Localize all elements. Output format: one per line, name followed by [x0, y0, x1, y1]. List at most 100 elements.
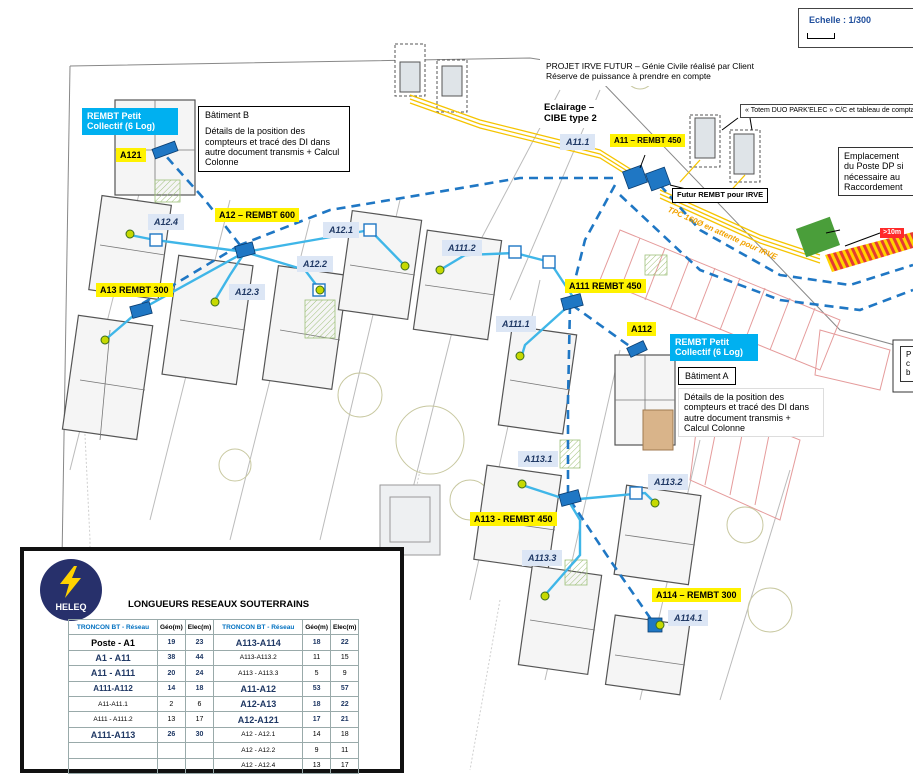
node-a114-1: A114.1	[668, 610, 709, 627]
scale-label: Echelle : 1/300	[809, 15, 872, 25]
table-row: A111-A112 14 18 A11-A12 53 57	[68, 680, 360, 697]
right-geo: 13	[302, 757, 331, 774]
left-name: A111-A113	[68, 726, 158, 744]
right-elec: 22	[329, 695, 360, 713]
scale-bar	[807, 33, 835, 39]
cut-off-note: P c b	[900, 346, 913, 382]
table-row: A111-A113 26 30 A12 - A12.1 14 18	[68, 726, 360, 744]
col-troncon-right: TRONCON BT - Réseau	[213, 618, 304, 636]
lengths-table: TRONCON BT - Réseau Géo(m) Elec(m) TRONC…	[68, 618, 360, 774]
left-geo: 20	[157, 665, 186, 682]
left-name: A1 - A11	[68, 649, 158, 667]
cabinet-a112: A112	[627, 322, 657, 337]
lightning-icon	[60, 566, 81, 598]
cabinet-a111: A111 REMBT 450	[565, 279, 646, 294]
node-boxes	[149, 223, 643, 500]
table-row: A1 - A11 38 44 A113-A113.2 11 15	[68, 649, 360, 667]
distance-badge: >10m	[880, 228, 905, 239]
left-geo: 13	[157, 711, 186, 728]
cut-off-c: c	[906, 359, 910, 369]
node-a12-2: A12.2	[297, 256, 334, 273]
node-a12-3: A12.3	[229, 284, 266, 301]
building-b-desc: Détails de la position des compteurs et …	[205, 126, 340, 168]
cabinet-a113: A113 - REMBT 450	[470, 512, 557, 527]
left-geo	[157, 757, 186, 774]
building-a-collectif: REMBT Petit Collectif (6 Log)	[670, 334, 758, 361]
dp-note-line1: Emplacement	[844, 151, 900, 161]
right-name: A12-A13	[213, 695, 304, 713]
table-row: A11-A11.1 2 6 A12-A13 18 22	[68, 695, 360, 713]
node-a11-1: A11.1	[560, 134, 596, 151]
dp-note-line3: nécessaire au	[844, 171, 901, 182]
right-geo: 14	[302, 726, 331, 744]
right-elec: 21	[329, 711, 360, 728]
col-elec-left: Elec(m)	[184, 618, 215, 636]
right-geo: 5	[302, 665, 331, 682]
left-name	[68, 742, 158, 759]
left-elec: 23	[184, 634, 215, 651]
meter-points	[100, 229, 665, 630]
legend-panel: HELEQ LONGUEURS RESEAUX SOUTERRAINS TRON…	[20, 547, 404, 774]
right-elec: 18	[329, 726, 360, 744]
right-name: A12 - A12.2	[213, 742, 304, 759]
futur-rembt-label: Futur REMBT pour IRVE	[672, 188, 769, 203]
building-a-desc: Détails de la position des compteurs et …	[678, 388, 824, 438]
project-note-line2: Réserve de puissance à prendre en compte	[546, 70, 711, 81]
pool	[379, 484, 441, 556]
dp-note-line4: Raccordement	[844, 182, 903, 193]
left-elec	[184, 742, 215, 759]
right-name: A12-A121	[213, 711, 304, 728]
left-name: A111 - A111.2	[68, 711, 158, 728]
right-elec: 11	[329, 742, 360, 759]
left-geo: 38	[157, 649, 186, 667]
table-row: A11 - A111 20 24 A113 - A113.3 5 9	[68, 665, 360, 682]
right-geo: 17	[302, 711, 331, 728]
col-elec-right: Elec(m)	[329, 618, 360, 636]
building-b-collectif: REMBT Petit Collectif (6 Log)	[82, 108, 178, 135]
dp-connection	[825, 232, 913, 272]
irve-totems	[394, 43, 761, 183]
right-geo: 18	[302, 695, 331, 713]
right-geo: 11	[302, 649, 331, 667]
left-elec: 17	[184, 711, 215, 728]
building-a-title: Bâtiment A	[678, 367, 736, 386]
node-a113-1: A113.1	[518, 451, 559, 468]
left-geo: 26	[157, 726, 186, 744]
right-name: A12 - A12.1	[213, 726, 304, 744]
node-a111-2: A111.2	[442, 240, 482, 257]
node-a12-1: A12.1	[323, 222, 360, 239]
cut-off-b: b	[906, 368, 911, 378]
scale-box: Echelle : 1/300	[798, 8, 913, 48]
col-geo-left: Géo(m)	[157, 618, 186, 636]
cut-off-p: P	[906, 350, 912, 359]
building-b-title: Bâtiment B	[205, 110, 250, 120]
right-name: A113-A114	[213, 634, 304, 651]
project-note-line1: PROJET IRVE FUTUR – Génie Civile réalisé…	[546, 61, 755, 71]
irve-conduit	[409, 94, 821, 264]
poste-dp-location	[795, 216, 841, 258]
cabinet-a11: A11 – REMBT 450	[610, 134, 686, 148]
left-name: A111-A112	[68, 680, 158, 697]
left-elec: 30	[184, 726, 215, 744]
left-elec: 24	[184, 665, 215, 682]
left-geo: 19	[157, 634, 186, 651]
left-name: A11 - A111	[68, 665, 158, 682]
col-troncon-left: TRONCON BT - Réseau	[68, 618, 158, 636]
right-elec: 9	[329, 665, 360, 682]
right-elec: 17	[329, 757, 360, 774]
building-b-note: Bâtiment B Détails de la position des co…	[198, 106, 350, 172]
node-a113-2: A113.2	[648, 474, 689, 491]
dp-note: Emplacement du Poste DP si nécessaire au…	[838, 147, 913, 197]
project-note: PROJET IRVE FUTUR – Génie Civile réalisé…	[540, 58, 774, 86]
eclairage-text: Eclairage – CIBE type 2	[544, 102, 597, 124]
right-geo: 53	[302, 680, 331, 697]
eclairage-label: Eclairage – CIBE type 2	[538, 100, 604, 128]
right-name: A12 - A12.4	[213, 757, 304, 774]
left-name: A11-A11.1	[68, 695, 158, 713]
totem-note: « Totem DUO PARK'ELEC » C/C et tableau d…	[740, 104, 913, 119]
table-header-row: TRONCON BT - Réseau Géo(m) Elec(m) TRONC…	[68, 618, 360, 636]
right-elec: 15	[329, 649, 360, 667]
left-name	[68, 757, 158, 774]
cabinet-a13: A13 REMBT 300	[96, 283, 173, 298]
